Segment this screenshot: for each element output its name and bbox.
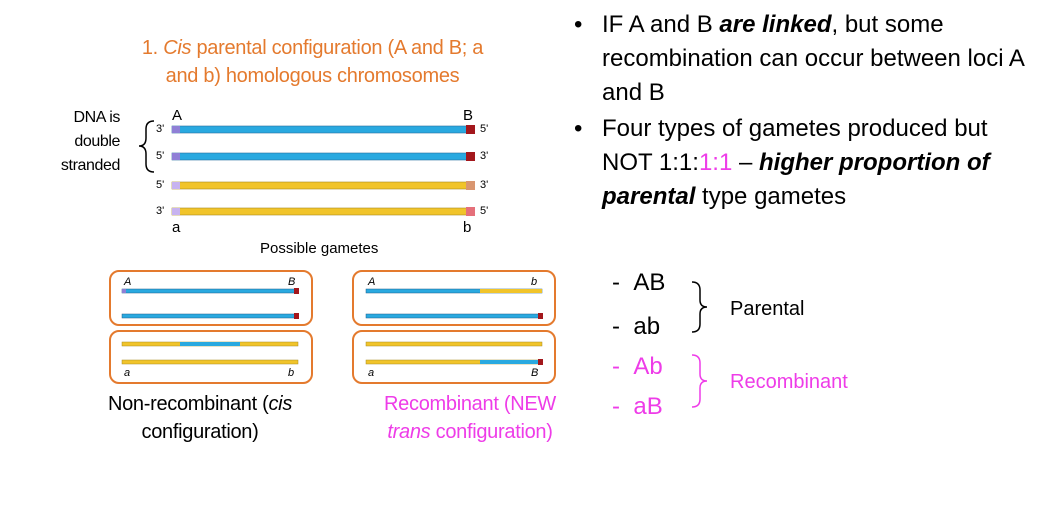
title-line1-rest: parental configuration (A and B; a xyxy=(196,37,484,59)
ratio-highlight: 1:1 xyxy=(698,149,733,176)
strand-end-label: 5' xyxy=(156,179,165,191)
caption-text: Non-recombinant ( xyxy=(107,393,269,415)
gamete-letter: A xyxy=(368,276,376,288)
gamete-type: Ab xyxy=(633,353,663,380)
bullet-text: Four types of gametes produced but NOT 1… xyxy=(602,115,988,176)
list-dash: - xyxy=(612,269,620,296)
title-line2: and b) homologous chromosomes xyxy=(165,65,460,87)
strand-2 xyxy=(171,152,475,161)
gamete-letter: a xyxy=(368,367,375,379)
strand-end-label: 5' xyxy=(480,205,489,217)
strand-1 xyxy=(171,125,475,134)
bullet-item: • IF A and B are linked, but some recomb… xyxy=(570,8,1040,110)
dna-label-line: DNA is xyxy=(73,109,121,126)
bullet-dot: • xyxy=(574,11,583,38)
locus-A-label: A xyxy=(172,107,183,124)
bullet-text: , but some recombination can occur betwe… xyxy=(602,11,1024,106)
bullet-text: – xyxy=(732,149,753,176)
caption-text: configuration) xyxy=(141,421,259,443)
nonrecombinant-caption: Non-recombinant (cis configuration) xyxy=(70,390,330,446)
dna-label: DNA is double stranded xyxy=(40,106,120,178)
recombinant-caption: Recombinant (NEW trans configuration) xyxy=(350,390,590,446)
bullet-text: type gametes xyxy=(695,183,847,210)
caption-italic: trans xyxy=(387,421,431,443)
strand-end-label: 5' xyxy=(156,150,165,162)
gamete-item-parental-1: - AB xyxy=(612,268,665,298)
bullet-emphasis: are linked xyxy=(719,11,832,38)
caption-text: configuration) xyxy=(430,421,553,443)
diagram-title: 1. Cis parental configuration (A and B; … xyxy=(90,34,535,90)
parental-label: Parental xyxy=(730,298,805,320)
gamete-box-recomb-aB xyxy=(352,330,556,384)
bullet-list: • IF A and B are linked, but some recomb… xyxy=(570,8,1040,216)
parental-brace xyxy=(691,281,708,333)
gamete-item-recombinant-2: - aB xyxy=(612,392,663,422)
strand-end-label: 3' xyxy=(156,123,165,135)
gamete-letter: A xyxy=(124,276,132,288)
title-number: 1. xyxy=(141,37,158,59)
gamete-box-nonrecomb-AB xyxy=(109,270,313,326)
gamete-box-nonrecomb-ab xyxy=(109,330,313,384)
bullet-text: IF A and B xyxy=(602,11,720,38)
gamete-item-recombinant-1: - Ab xyxy=(612,352,663,382)
list-dash: - xyxy=(612,313,620,340)
gamete-letter: B xyxy=(288,276,296,288)
dna-label-line: stranded xyxy=(60,157,120,174)
strand-end-label: 3' xyxy=(480,179,489,191)
strand-4 xyxy=(171,207,475,216)
recombinant-label: Recombinant xyxy=(730,371,848,393)
dna-brace xyxy=(138,120,155,173)
list-dash: - xyxy=(612,393,620,420)
bullet-emphasis: higher proportion of parental xyxy=(602,149,990,210)
dna-label-line: double xyxy=(74,133,120,150)
gamete-box-recomb-Ab xyxy=(352,270,556,326)
caption-italic: cis xyxy=(268,393,293,415)
strand-3 xyxy=(171,181,475,190)
gamete-type: AB xyxy=(633,269,666,296)
caption-text: Recombinant (NEW xyxy=(384,393,556,415)
gamete-letter: B xyxy=(531,367,539,379)
gamete-item-parental-2: - ab xyxy=(612,312,660,342)
list-dash: - xyxy=(612,353,620,380)
gamete-type: ab xyxy=(633,313,661,340)
bullet-dot: • xyxy=(574,115,583,142)
title-cis: Cis xyxy=(163,37,192,59)
gamete-letter: b xyxy=(531,276,538,288)
locus-a-label: a xyxy=(172,219,181,236)
strand-end-label: 5' xyxy=(480,123,489,135)
possible-gametes-label: Possible gametes xyxy=(260,240,379,257)
strand-end-label: 3' xyxy=(480,150,489,162)
gamete-type: aB xyxy=(633,393,663,420)
gamete-letter: b xyxy=(288,367,295,379)
recombinant-brace xyxy=(691,354,708,408)
gamete-letter: a xyxy=(124,367,131,379)
bullet-item: • Four types of gametes produced but NOT… xyxy=(570,112,1040,214)
locus-b-label: b xyxy=(463,219,472,236)
strand-end-label: 3' xyxy=(156,205,165,217)
locus-B-label: B xyxy=(463,107,474,124)
